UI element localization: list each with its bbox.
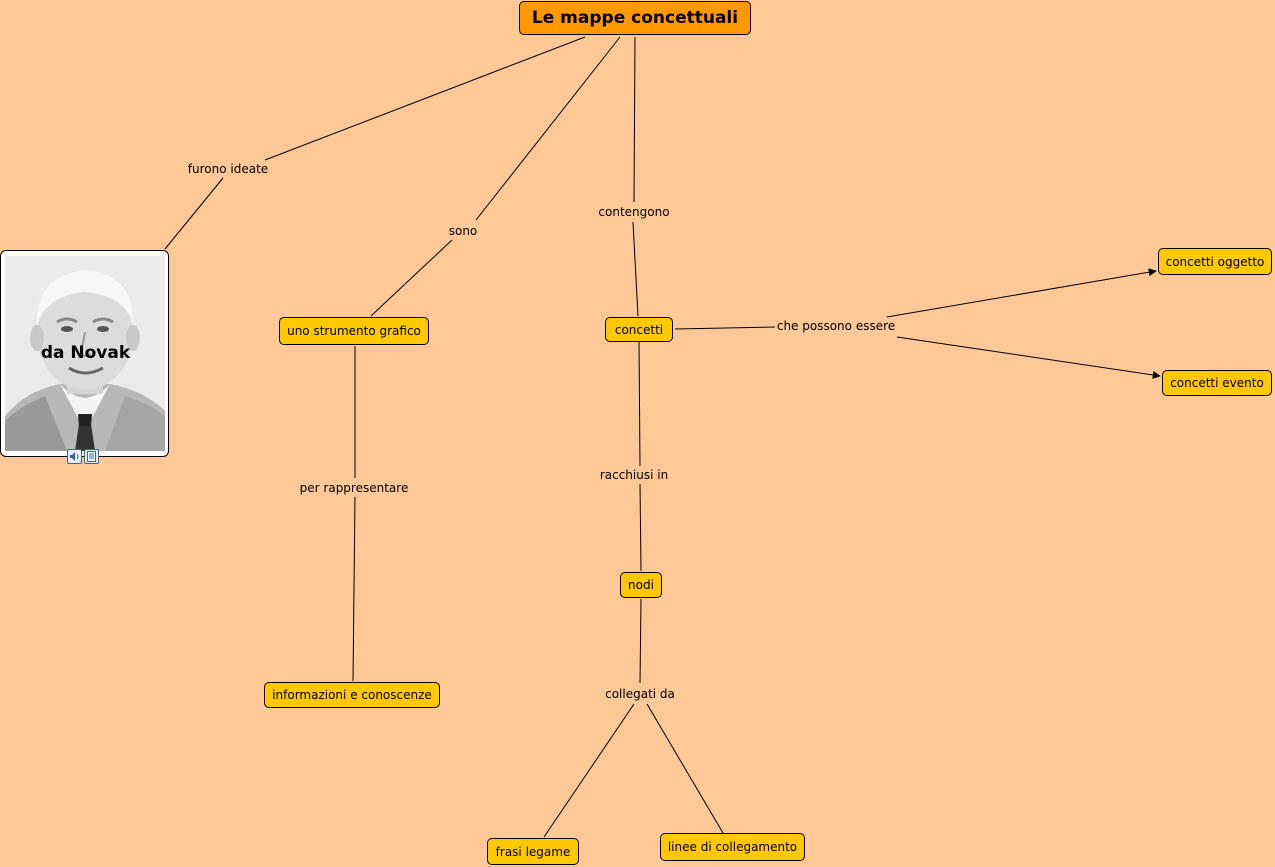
document-icon[interactable]	[84, 449, 99, 464]
root-concept[interactable]: Le mappe concettuali	[519, 1, 751, 35]
audio-icon[interactable]	[67, 449, 82, 464]
link-contengono-concetti	[632, 221, 639, 317]
concept-concetti-evento[interactable]: concetti evento	[1162, 370, 1272, 396]
link-nodi-collegati	[639, 598, 642, 684]
link-label-furono-ideate[interactable]: furono ideate	[185, 162, 271, 176]
link-per-informazioni	[352, 496, 356, 682]
link-concetti-racchiusi	[638, 341, 641, 467]
concept-linee-collegamento[interactable]: linee di collegamento	[660, 833, 805, 861]
link-label-racchiusi-in[interactable]: racchiusi in	[597, 468, 671, 482]
link-root-sono	[475, 36, 621, 221]
link-racchiusi-nodi	[639, 483, 642, 572]
link-possono-oggetto	[886, 268, 1157, 318]
concept-da-novak[interactable]: da Novak	[0, 250, 169, 464]
link-label-contengono[interactable]: contengono	[596, 205, 672, 219]
link-label-sono[interactable]: sono	[446, 224, 480, 238]
concept-concetti-oggetto[interactable]: concetti oggetto	[1158, 248, 1272, 275]
concept-informazioni-conoscenze[interactable]: informazioni e conoscenze	[264, 682, 440, 708]
link-sono-strumento	[370, 239, 453, 317]
link-possono-evento	[896, 336, 1161, 379]
link-collegati-frasi	[543, 703, 635, 838]
link-root-furono	[264, 36, 586, 161]
link-furono-novak	[164, 177, 224, 250]
concept-concetti[interactable]: concetti	[605, 317, 673, 342]
concept-label: da Novak	[40, 343, 131, 363]
link-label-che-possono-essere[interactable]: che possono essere	[774, 319, 898, 333]
concept-nodi[interactable]: nodi	[620, 572, 662, 598]
link-label-collegati-da[interactable]: collegati da	[603, 687, 677, 701]
concept-frasi-legame[interactable]: frasi legame	[487, 838, 579, 865]
resource-icons	[67, 449, 99, 464]
link-concetti-possono	[674, 326, 777, 330]
novak-portrait-image	[5, 256, 165, 451]
link-root-contengono	[633, 36, 636, 203]
concept-strumento-grafico[interactable]: uno strumento grafico	[279, 317, 429, 345]
link-label-per-rappresentare[interactable]: per rappresentare	[297, 481, 411, 495]
link-collegati-linee	[646, 703, 724, 834]
